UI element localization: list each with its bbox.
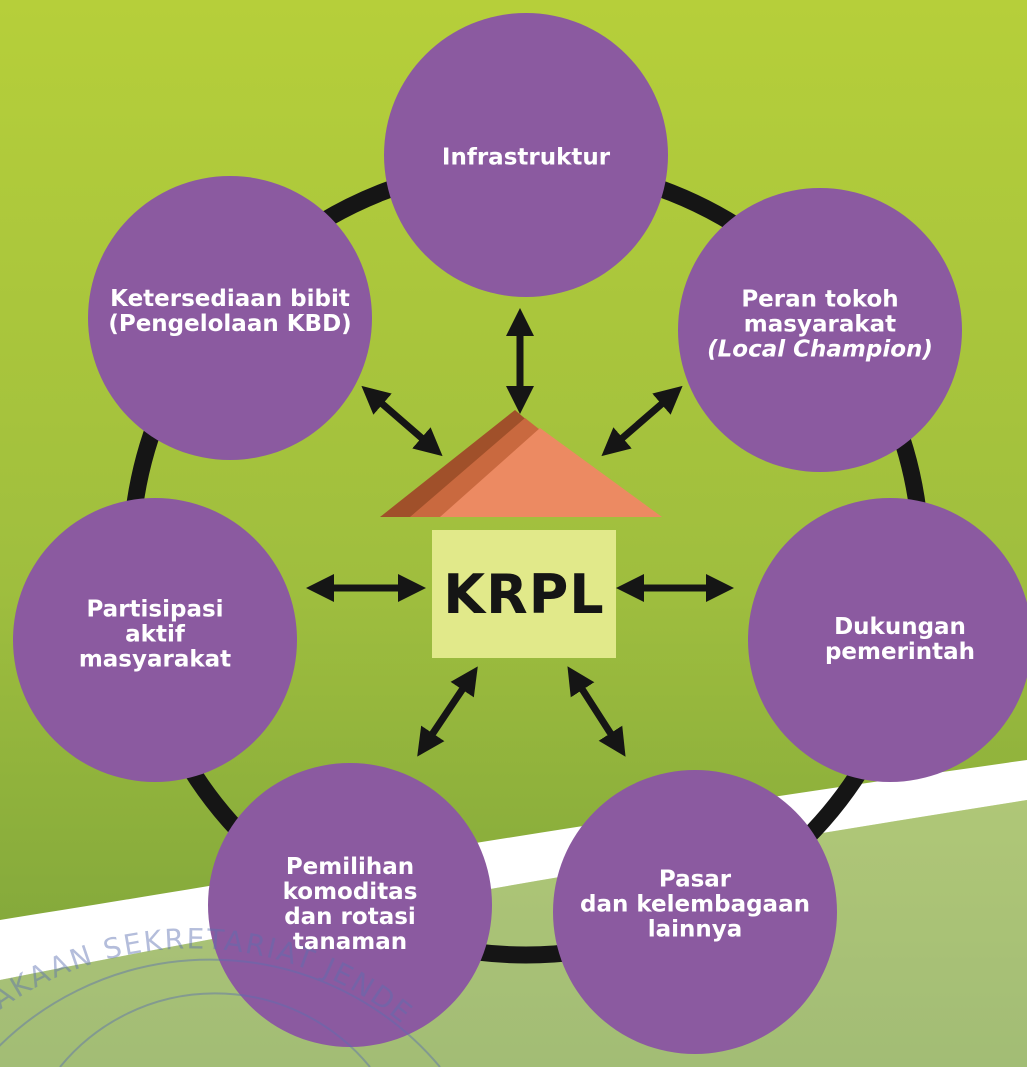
node-circle-infrastruktur xyxy=(384,13,668,297)
node-line: Peran tokoh xyxy=(741,286,899,313)
node-line: Dukungan xyxy=(834,614,966,640)
node-line: Infrastruktur xyxy=(441,144,611,171)
node-label-peran-tokoh: Peran tokoh masyarakat (Local Champion) xyxy=(707,286,933,363)
node-line: pemerintah xyxy=(824,639,976,665)
node-line: (Local Champion) xyxy=(707,336,933,363)
arrow-ketersediaan xyxy=(361,385,443,457)
node-line: Partisipasi xyxy=(86,596,224,623)
house-body xyxy=(432,530,616,658)
node-circle-pemilihan xyxy=(208,763,492,1047)
node-line: dan kelembagaan xyxy=(580,891,810,918)
node-line: aktif xyxy=(125,621,185,648)
arrows xyxy=(306,308,734,757)
node-line: lainnya xyxy=(647,916,743,943)
watermark-inner-ring xyxy=(59,992,371,1067)
node-circle-pasar xyxy=(553,770,837,1054)
node-circle-ketersediaan xyxy=(88,176,372,460)
arrow-peran-tokoh xyxy=(601,385,683,457)
arrow-pemilihan xyxy=(417,666,478,757)
arrow-pasar xyxy=(567,666,626,757)
node-circle-dukungan xyxy=(748,498,1027,782)
node-circle-partisipasi xyxy=(13,498,297,782)
node-line: Pemilihan xyxy=(285,854,415,880)
node-label-pasar: Pasar dan kelembagaan lainnya xyxy=(580,866,810,943)
node-label-pemilihan: Pemilihan komoditas dan rotasi tanaman xyxy=(283,855,418,955)
node-line: masyarakat xyxy=(78,646,232,673)
node-line: tanaman xyxy=(292,929,408,955)
watermark-ring xyxy=(0,958,441,1067)
roof-front xyxy=(440,428,662,517)
node-label-partisipasi: Partisipasi aktif masyarakat xyxy=(78,596,232,673)
node-circles xyxy=(13,13,1027,1054)
node-line: dan rotasi xyxy=(284,904,416,930)
node-circle-peran-tokoh xyxy=(678,188,962,472)
node-label-infrastruktur: Infrastruktur xyxy=(441,144,611,171)
node-line: Ketersediaan bibit xyxy=(110,286,350,312)
center-label: KRPL xyxy=(443,562,605,626)
node-line: (Pengelolaan KBD) xyxy=(108,311,352,337)
node-line: komoditas xyxy=(282,879,418,905)
node-line: Pasar xyxy=(658,866,732,893)
node-label-dukungan: Dukungan pemerintah xyxy=(825,615,975,665)
node-line: masyarakat xyxy=(743,311,897,338)
node-label-ketersediaan: Ketersediaan bibit (Pengelolaan KBD) xyxy=(108,287,351,337)
